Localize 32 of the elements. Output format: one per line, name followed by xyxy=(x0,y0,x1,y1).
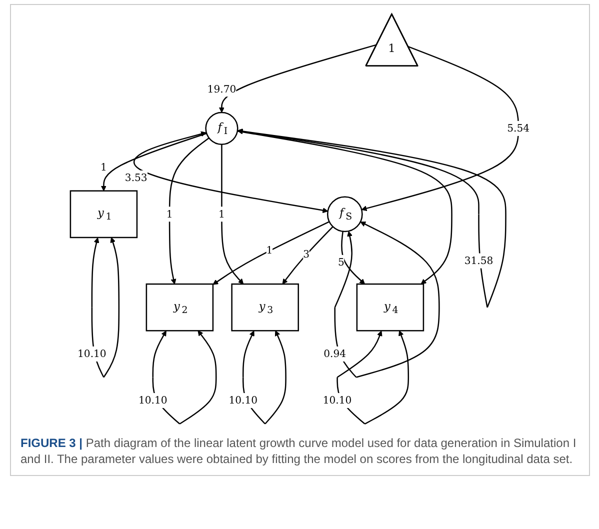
arrow xyxy=(133,131,328,214)
arrow xyxy=(218,44,377,113)
node-circle: f$_{I}$ xyxy=(204,112,238,145)
edge-label: 31.58 xyxy=(464,254,493,266)
edge-label: 1 xyxy=(100,161,106,174)
edge-label: 3.53 xyxy=(124,172,147,184)
arrow xyxy=(212,221,330,285)
arrow xyxy=(360,46,518,212)
arrow xyxy=(220,144,244,284)
figure-caption: FIGURE 3 | Path diagram of the linear latent growth curve model used for data generation in Simulation I and II. The parameter values were obtained by fitting the model on scores from the longitudinal data set. xyxy=(20,435,578,468)
edge-label: 10.10 xyxy=(77,348,106,360)
edge-label: 10.10 xyxy=(228,394,258,406)
node-box: y$_{3}$ xyxy=(230,283,298,332)
arrow xyxy=(100,132,206,192)
edge-label: 10.10 xyxy=(322,394,352,406)
arrow xyxy=(236,130,452,284)
node-box: y$_{4}$ xyxy=(356,283,424,332)
edge-label: 10.10 xyxy=(138,394,167,406)
edge-label: 5 xyxy=(337,256,344,268)
edge-label: 1 xyxy=(266,244,272,256)
node-box: y$_{1}$ xyxy=(69,190,138,238)
arrow xyxy=(282,226,333,284)
edge-label: 1 xyxy=(218,208,224,220)
edge-label: 1 xyxy=(166,208,172,220)
edge-label: 19.70 xyxy=(206,82,236,95)
arrow xyxy=(334,222,440,378)
edge-label: 3 xyxy=(302,248,310,260)
node-circle: f$_{S}$ xyxy=(326,196,362,232)
edge-label: 0.94 xyxy=(323,348,346,360)
node-box: y$_{2}$ xyxy=(145,283,214,332)
arrow xyxy=(168,137,209,284)
edge-label: 5.54 xyxy=(506,122,530,134)
